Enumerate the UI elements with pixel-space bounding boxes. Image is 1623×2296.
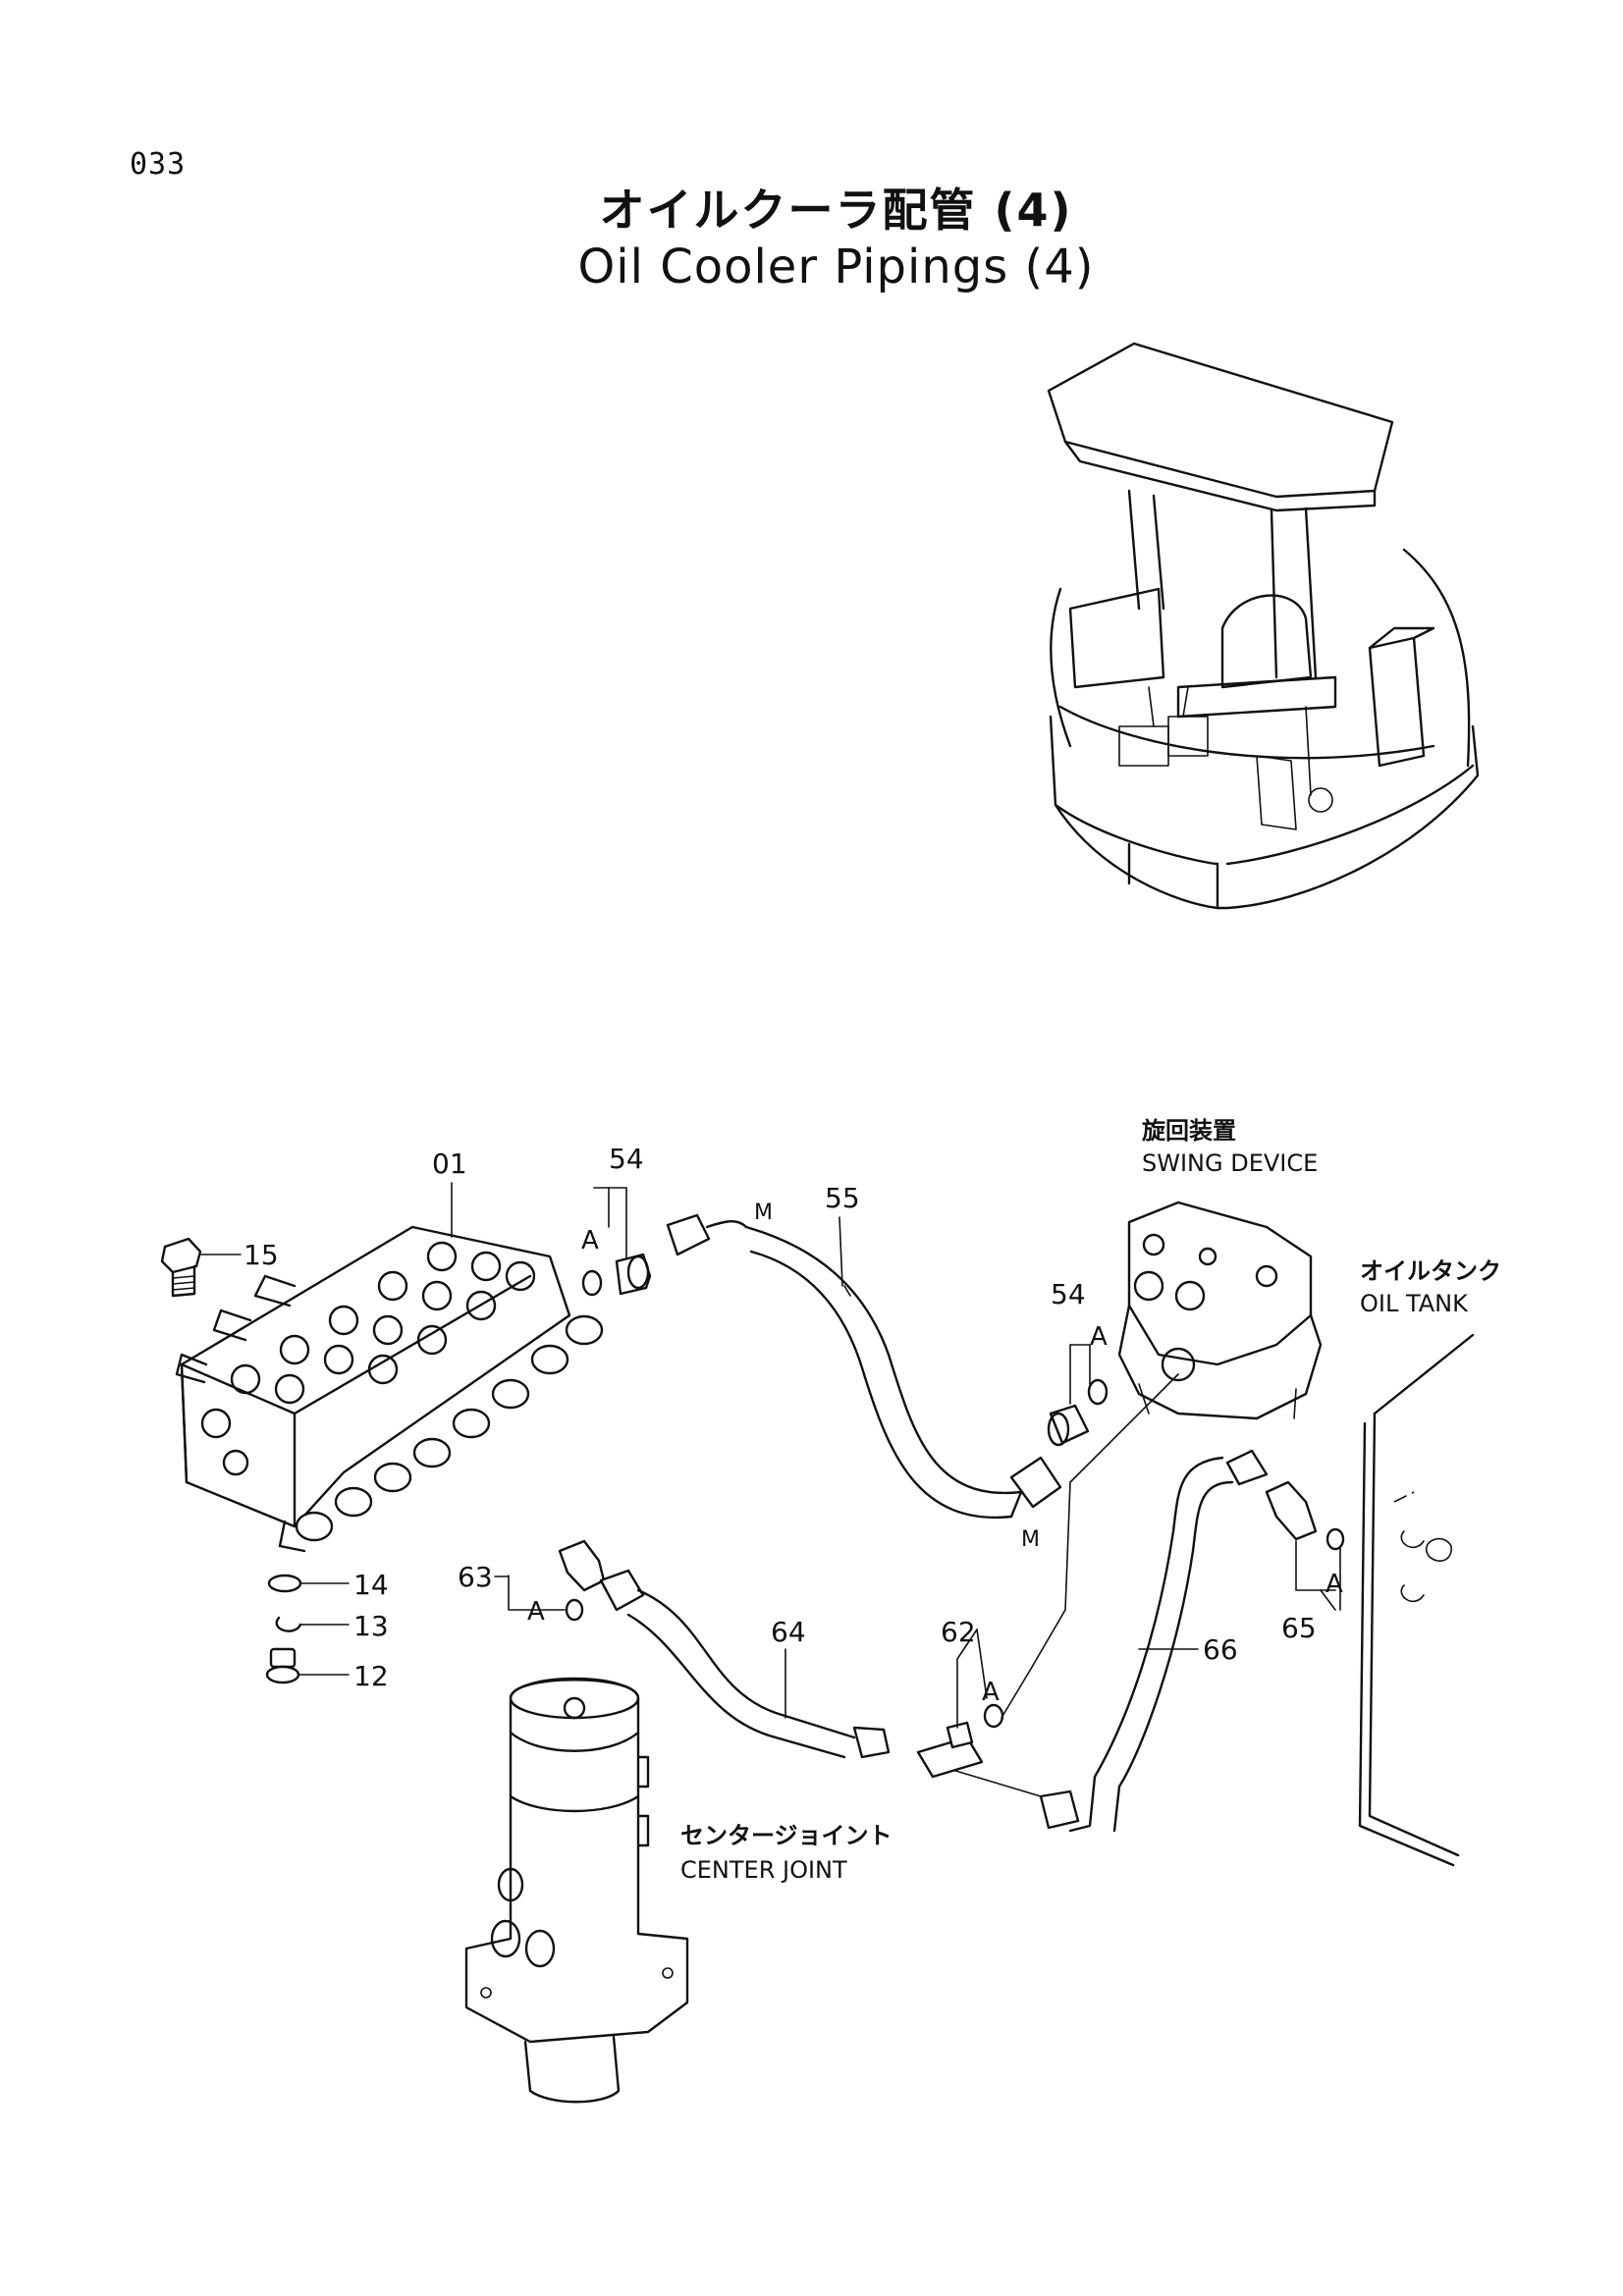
part-number-55: 55 (825, 1182, 860, 1214)
swing-device-label-en: SWING DEVICE (1142, 1149, 1318, 1177)
hose-part-64 (599, 1569, 891, 1759)
tee-part-62 (916, 1629, 1004, 1779)
part-number-13: 13 (353, 1610, 389, 1642)
washer-part-14 (267, 1574, 350, 1593)
snap-ring-part-13 (275, 1616, 350, 1632)
marker-a-right: A (1090, 1322, 1108, 1352)
marker-m-top: M (754, 1201, 773, 1225)
page-title-japanese: オイルクーラ配管 (4) (599, 184, 1073, 237)
hose-part-55 (666, 1213, 1062, 1520)
center-joint-label-ja: センタージョイント (680, 1822, 893, 1849)
elbow-part-65 (1265, 1480, 1345, 1611)
part-number-12: 12 (353, 1660, 389, 1692)
marker-a-top: A (581, 1226, 599, 1255)
oil-tank-label-ja: オイルタンク (1360, 1257, 1501, 1285)
elbow-part-63 (508, 1539, 606, 1622)
part-number-66: 66 (1203, 1633, 1238, 1666)
part-number-14: 14 (353, 1569, 389, 1601)
part-number-65: 65 (1281, 1612, 1317, 1644)
part-number-63: 63 (458, 1561, 493, 1593)
marker-a-63: A (527, 1597, 545, 1627)
center-joint-illustration (464, 1677, 689, 2104)
bolt-part-15 (160, 1237, 242, 1298)
swing-device-label-ja: 旋回装置 (1141, 1117, 1236, 1145)
part-number-01: 01 (432, 1148, 467, 1180)
oil-tank-illustration (1358, 1333, 1475, 1867)
adapter-part-54-top (581, 1187, 652, 1297)
part-number-64: 64 (771, 1616, 806, 1648)
part-number-54-top: 54 (609, 1143, 644, 1175)
swing-device-illustration (1117, 1201, 1323, 1420)
page-title-english: Oil Cooler Pipings (4) (577, 240, 1095, 294)
part-number-54-right: 54 (1051, 1278, 1086, 1310)
part-number-15: 15 (243, 1239, 279, 1271)
control-valve-assembly (175, 1225, 604, 1553)
leader-lines (942, 1373, 1179, 1797)
part-number-labels: 01 15 14 13 12 54 55 54 63 64 62 66 65 (243, 1143, 1317, 1692)
oil-tank-label-en: OIL TANK (1360, 1290, 1469, 1317)
adapter-part-54-right (1047, 1344, 1109, 1447)
marker-labels: A A A A A M M (527, 1201, 1343, 1707)
marker-m-bottom: M (1021, 1527, 1040, 1552)
part-number-62: 62 (941, 1616, 976, 1648)
component-labels: 旋回装置 SWING DEVICE オイルタンク OIL TANK センタージョ… (680, 1117, 1501, 1884)
machine-overview-illustration (1047, 342, 1480, 910)
marker-a-62: A (982, 1678, 1000, 1707)
screw-part-12 (265, 1647, 350, 1684)
page-number: 033 (130, 147, 187, 182)
marker-a-65: A (1325, 1570, 1343, 1599)
center-joint-label-en: CENTER JOINT (680, 1856, 847, 1884)
hose-part-66 (1039, 1449, 1269, 1833)
